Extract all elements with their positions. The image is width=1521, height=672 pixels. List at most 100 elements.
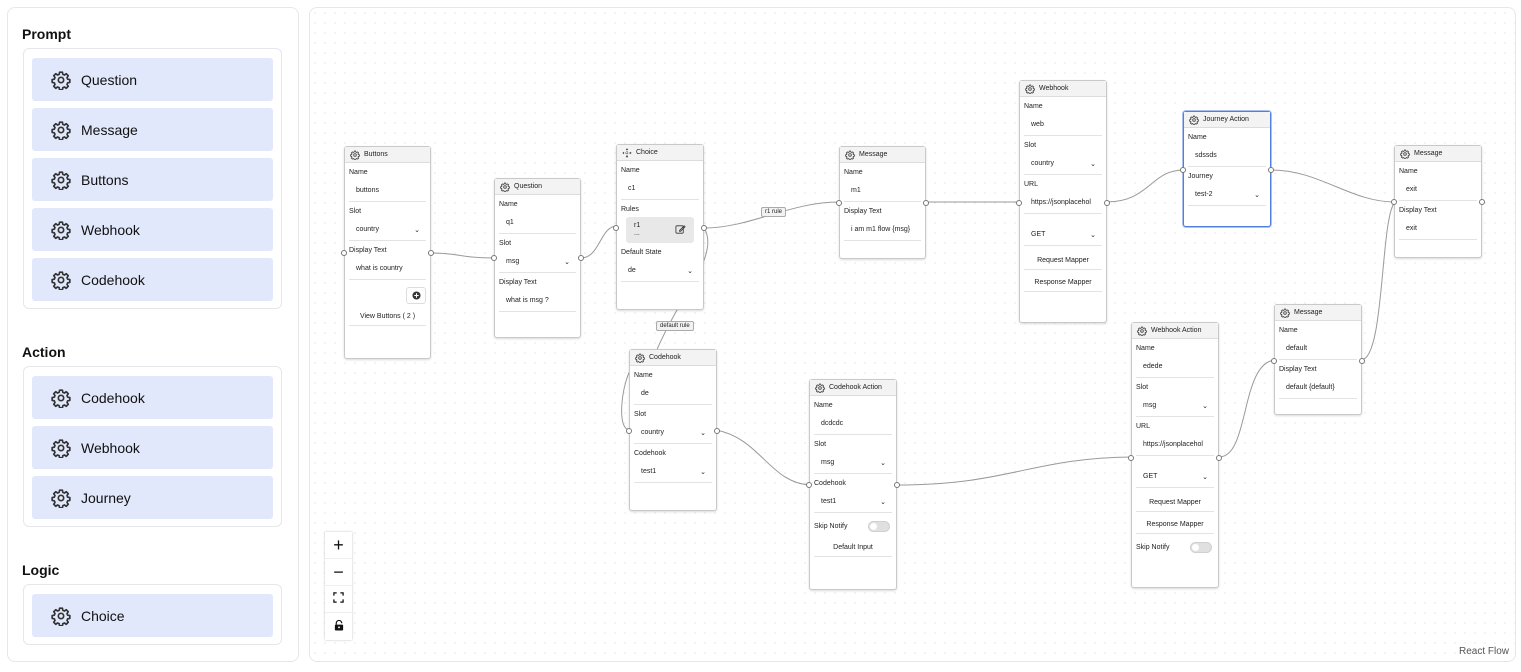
codehook-slot-select[interactable]: country⌄ <box>634 422 712 444</box>
zoom-out-button[interactable]: − <box>325 559 352 586</box>
node-webhook[interactable]: Webhook Name web Slot country⌄ URL https… <box>1016 80 1110 323</box>
input-handle[interactable] <box>806 482 812 488</box>
default-input-button[interactable]: Default Input <box>814 539 892 557</box>
journey-action-name-field[interactable]: sdssds <box>1188 145 1266 167</box>
codehook-name-field[interactable]: de <box>634 383 712 405</box>
response-mapper-button[interactable]: Response Mapper <box>1024 274 1102 292</box>
plus-icon: + <box>333 535 344 555</box>
node-palette: Prompt Question Message Buttons Webhook … <box>7 7 299 662</box>
output-handle[interactable] <box>1479 199 1485 205</box>
flow-controls: + − <box>325 532 352 640</box>
webhook-method-select[interactable]: GET⌄ <box>1024 224 1102 246</box>
input-handle[interactable] <box>836 200 842 206</box>
buttons-slot-select[interactable]: country⌄ <box>349 219 426 241</box>
skip-notify-toggle[interactable] <box>1190 541 1212 553</box>
output-handle[interactable] <box>714 428 720 434</box>
zoom-in-button[interactable]: + <box>325 532 352 559</box>
input-handle[interactable] <box>491 255 497 261</box>
node-message-m1[interactable]: Message Name m1 Display Text i am m1 flo… <box>836 146 929 259</box>
lock-button[interactable] <box>325 613 352 640</box>
output-handle[interactable] <box>894 482 900 488</box>
add-button-icon[interactable] <box>406 287 426 304</box>
codehook-action-slot-select[interactable]: msg⌄ <box>814 452 892 474</box>
palette-item-choice[interactable]: Choice <box>32 594 273 637</box>
question-display-field[interactable]: what is msg ? <box>499 290 576 312</box>
node-codehook[interactable]: Codehook Name de Slot country⌄ Codehook … <box>626 349 720 511</box>
request-mapper-button[interactable]: Request Mapper <box>1136 494 1214 512</box>
input-handle[interactable] <box>1128 455 1134 461</box>
webhook-action-url-field[interactable]: https://jsonplacehol <box>1136 434 1214 456</box>
input-handle[interactable] <box>1391 199 1397 205</box>
node-codehook-action[interactable]: Codehook Action Name dcdcdc Slot msg⌄ Co… <box>806 379 900 590</box>
node-message-default[interactable]: Message Name default Display Text defaul… <box>1271 304 1365 415</box>
chevron-down-icon: ⌄ <box>1254 191 1260 199</box>
message-display-field[interactable]: i am m1 flow {msg} <box>844 219 921 241</box>
journey-select[interactable]: test-2⌄ <box>1188 184 1266 206</box>
node-buttons[interactable]: Buttons Name buttons Slot country⌄ Displ… <box>341 146 434 359</box>
output-handle[interactable] <box>1268 167 1274 173</box>
palette-item-webhook[interactable]: Webhook <box>32 208 273 251</box>
webhook-action-slot-select[interactable]: msg⌄ <box>1136 395 1214 417</box>
question-slot-select[interactable]: msg⌄ <box>499 251 576 273</box>
edge-label-r1-rule: r1 rule <box>761 207 787 217</box>
palette-item-question[interactable]: Question <box>32 58 273 101</box>
input-handle[interactable] <box>1016 200 1022 206</box>
buttons-name-field[interactable]: buttons <box>349 180 426 202</box>
choice-default-select[interactable]: de⌄ <box>621 260 699 282</box>
webhook-action-method-select[interactable]: GET⌄ <box>1136 466 1214 488</box>
palette-item-codehook-action[interactable]: Codehook <box>32 376 273 419</box>
node-webhook-action[interactable]: Webhook Action Name edede Slot msg⌄ URL … <box>1128 322 1222 588</box>
gear-icon <box>1280 308 1290 318</box>
input-handle[interactable] <box>613 225 619 231</box>
message-exit-display-field[interactable]: exit <box>1399 218 1477 240</box>
move-icon <box>622 148 632 158</box>
output-handle[interactable] <box>1216 455 1222 461</box>
palette-item-journey[interactable]: Journey <box>32 476 273 519</box>
skip-notify-toggle[interactable] <box>868 520 890 532</box>
node-question[interactable]: Question Name q1 Slot msg⌄ Display Text … <box>491 178 584 338</box>
output-handle[interactable] <box>923 200 929 206</box>
output-handle[interactable] <box>1104 200 1110 206</box>
edge-label-default-rule: default rule <box>656 321 694 331</box>
message-exit-name-field[interactable]: exit <box>1399 179 1477 201</box>
palette-item-webhook-action[interactable]: Webhook <box>32 426 273 469</box>
message-default-display-field[interactable]: default {default} <box>1279 377 1357 399</box>
view-buttons-button[interactable]: View Buttons ( 2 ) <box>349 308 426 326</box>
codehook-select[interactable]: test1⌄ <box>634 461 712 483</box>
webhook-slot-select[interactable]: country⌄ <box>1024 153 1102 175</box>
output-handle[interactable] <box>578 255 584 261</box>
input-handle[interactable] <box>1180 167 1186 173</box>
webhook-name-field[interactable]: web <box>1024 114 1102 136</box>
message-default-name-field[interactable]: default <box>1279 338 1357 360</box>
output-handle[interactable] <box>1359 358 1365 364</box>
edge-codehook-codehookaction <box>715 429 811 486</box>
webhook-url-field[interactable]: https://jsonplacehol <box>1024 192 1102 214</box>
node-choice[interactable]: Choice Name c1 Rules r1... Default State… <box>613 144 707 310</box>
palette-item-message[interactable]: Message <box>32 108 273 151</box>
react-flow-attribution[interactable]: React Flow <box>1458 646 1509 657</box>
node-journey-action[interactable]: Journey Action Name sdssds Journey test-… <box>1180 111 1274 227</box>
palette-item-buttons[interactable]: Buttons <box>32 158 273 201</box>
output-handle[interactable] <box>428 250 434 256</box>
node-message-exit[interactable]: Message Name exit Display Text exit <box>1391 145 1485 258</box>
input-handle[interactable] <box>626 428 632 434</box>
edge-webhookaction-default <box>1218 359 1276 458</box>
rule-item[interactable]: r1... <box>626 217 694 243</box>
codehook-action-select[interactable]: test1⌄ <box>814 491 892 513</box>
message-name-field[interactable]: m1 <box>844 180 921 202</box>
request-mapper-button[interactable]: Request Mapper <box>1024 252 1102 270</box>
codehook-action-name-field[interactable]: dcdcdc <box>814 413 892 435</box>
palette-item-codehook[interactable]: Codehook <box>32 258 273 301</box>
response-mapper-button[interactable]: Response Mapper <box>1136 516 1214 534</box>
input-handle[interactable] <box>341 250 347 256</box>
fit-view-button[interactable] <box>325 586 352 613</box>
edit-icon[interactable] <box>675 224 686 237</box>
flow-canvas[interactable]: r1 rule default rule Buttons Name button… <box>309 7 1516 662</box>
gear-icon <box>1137 326 1147 336</box>
question-name-field[interactable]: q1 <box>499 212 576 234</box>
buttons-display-field[interactable]: what is country <box>349 258 426 280</box>
input-handle[interactable] <box>1271 358 1277 364</box>
choice-name-field[interactable]: c1 <box>621 178 699 200</box>
webhook-action-name-field[interactable]: edede <box>1136 356 1214 378</box>
output-handle[interactable] <box>701 225 707 231</box>
